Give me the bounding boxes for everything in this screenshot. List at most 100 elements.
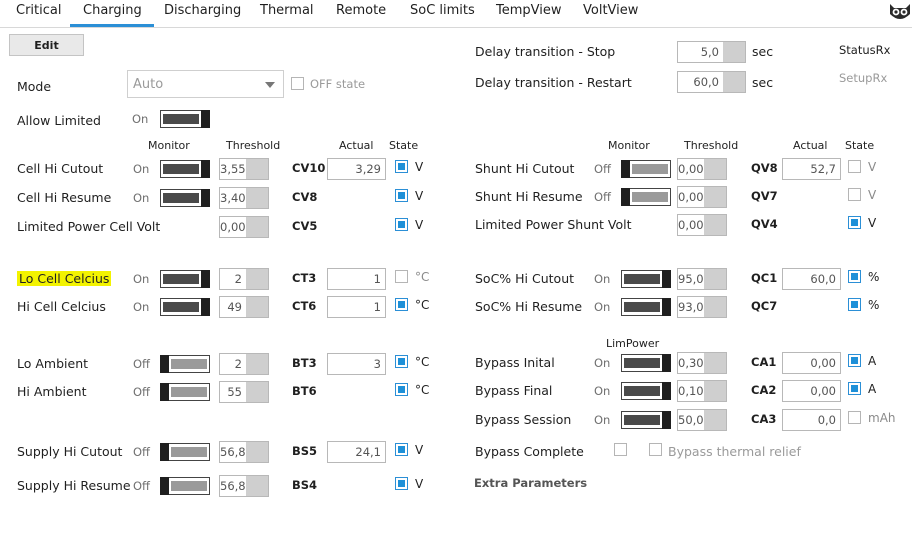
setup-rx-label: SetupRx: [839, 71, 888, 85]
tab-voltview[interactable]: VoltView: [583, 3, 639, 18]
cell-hi-cutout-monitor-state: On: [133, 162, 150, 176]
shunt-hi-cutout-monitor-toggle[interactable]: [621, 160, 671, 178]
supply-hi-cutout-threshold-input[interactable]: 56,8: [219, 441, 269, 463]
bypass-session-label: Bypass Session: [475, 412, 571, 427]
bypass-session-monitor-toggle[interactable]: [621, 411, 671, 429]
tab-tempview[interactable]: TempView: [496, 3, 562, 18]
allow-limited-state: On: [132, 112, 149, 126]
bypass-inital-unit: A: [868, 354, 877, 368]
cell-hi-cutout-monitor-toggle[interactable]: [160, 160, 210, 178]
supply-hi-cutout-code: BS5: [292, 444, 318, 458]
socpct-hi-cutout-state-checkbox[interactable]: [848, 270, 861, 283]
socpct-hi-resume-code: QC7: [751, 299, 778, 313]
active-tab-indicator: [70, 24, 154, 27]
bypass-session-threshold-input[interactable]: 50,0: [677, 409, 727, 431]
shunt-hi-cutout-code: QV8: [751, 161, 778, 175]
limited-power-cell-volt-state-checkbox[interactable]: [395, 218, 408, 231]
cell-hi-cutout-label-text: Cell Hi Cutout: [17, 161, 104, 176]
supply-hi-cutout-actual-value: 24,1: [327, 441, 386, 463]
cell-hi-cutout-unit: V: [415, 160, 424, 174]
bypass-inital-threshold-input[interactable]: 0,30: [677, 352, 727, 374]
socpct-hi-cutout-threshold-input[interactable]: 95,0: [677, 268, 727, 290]
lo-ambient-actual-value: 3: [327, 353, 386, 375]
supply-hi-cutout-monitor-toggle[interactable]: [160, 443, 210, 461]
lo-ambient-label: Lo Ambient: [17, 356, 88, 371]
lo-ambient-monitor-toggle[interactable]: [160, 355, 210, 373]
delay-restart-input[interactable]: 60,0: [677, 71, 746, 93]
hi-ambient-state-checkbox[interactable]: [395, 383, 408, 396]
bypass-session-label-text: Bypass Session: [475, 412, 572, 427]
shunt-hi-cutout-unit: V: [868, 160, 877, 174]
cell-hi-cutout-threshold-input[interactable]: 3,55: [219, 158, 269, 180]
tab-discharging[interactable]: Discharging: [164, 3, 242, 18]
supply-hi-resume-monitor-state: Off: [133, 479, 150, 493]
hi-ambient-monitor-toggle[interactable]: [160, 383, 210, 401]
bypass-complete-checkbox[interactable]: [614, 443, 627, 456]
supply-hi-resume-state-checkbox[interactable]: [395, 477, 408, 490]
cell-hi-resume-monitor-toggle[interactable]: [160, 189, 210, 207]
supply-hi-cutout-state-checkbox[interactable]: [395, 443, 408, 456]
socpct-hi-cutout-monitor-state: On: [594, 272, 611, 286]
lo-cell-celcius-threshold-input[interactable]: 2: [219, 268, 269, 290]
lo-ambient-state-checkbox[interactable]: [395, 355, 408, 368]
shunt-hi-cutout-state-checkbox[interactable]: [848, 160, 861, 173]
bypass-final-monitor-toggle[interactable]: [621, 382, 671, 400]
chevron-down-icon: [265, 82, 275, 88]
threshold-header: Threshold: [226, 139, 281, 152]
lo-ambient-threshold-input[interactable]: 2: [219, 353, 269, 375]
hi-ambient-threshold-input[interactable]: 55: [219, 381, 269, 403]
bypass-final-state-checkbox[interactable]: [848, 382, 861, 395]
socpct-hi-resume-threshold-input[interactable]: 93,0: [677, 296, 727, 318]
limited-power-shunt-volt-threshold-input[interactable]: 0,00: [677, 214, 727, 236]
extra-parameters-link[interactable]: Extra Parameters: [474, 476, 588, 490]
tab-remote[interactable]: Remote: [336, 3, 387, 18]
tab-charging[interactable]: Charging: [83, 3, 142, 18]
cell-hi-resume-state-checkbox[interactable]: [395, 189, 408, 202]
lo-cell-celcius-monitor-state: On: [133, 272, 150, 286]
bypass-inital-state-checkbox[interactable]: [848, 354, 861, 367]
limited-power-shunt-volt-state-checkbox[interactable]: [848, 216, 861, 229]
bypass-session-state-checkbox[interactable]: [848, 411, 861, 424]
bypass-inital-monitor-toggle[interactable]: [621, 354, 671, 372]
bypass-final-threshold-input[interactable]: 0,10: [677, 380, 727, 402]
lo-ambient-label-text: Lo Ambient: [17, 356, 89, 371]
socpct-hi-resume-state-checkbox[interactable]: [848, 298, 861, 311]
socpct-hi-resume-monitor-toggle[interactable]: [621, 298, 671, 316]
lo-cell-celcius-monitor-toggle[interactable]: [160, 270, 210, 288]
delay-stop-input[interactable]: 5,0: [677, 41, 746, 63]
tab-thermal[interactable]: Thermal: [260, 3, 314, 18]
cell-hi-cutout-state-checkbox[interactable]: [395, 160, 408, 173]
hi-cell-celcius-threshold-input[interactable]: 49: [219, 296, 269, 318]
mode-select[interactable]: Auto: [127, 70, 284, 98]
tab-critical[interactable]: Critical: [16, 3, 62, 18]
tab-soc-limits[interactable]: SoC limits: [410, 3, 475, 18]
supply-hi-resume-code: BS4: [292, 478, 318, 492]
actual-header: Actual: [339, 139, 374, 152]
supply-hi-resume-threshold-input[interactable]: 56,8: [219, 475, 269, 497]
lo-cell-celcius-state-checkbox[interactable]: [395, 270, 408, 283]
tab-bar-divider: [0, 27, 912, 28]
cell-hi-resume-monitor-state: On: [133, 191, 150, 205]
bypass-thermal-relief-label: Bypass thermal relief: [668, 444, 801, 459]
shunt-hi-resume-threshold-input[interactable]: 0,00: [677, 186, 727, 208]
shunt-hi-resume-code: QV7: [751, 189, 778, 203]
edit-button[interactable]: Edit: [9, 34, 84, 56]
hi-cell-celcius-state-checkbox[interactable]: [395, 298, 408, 311]
shunt-hi-cutout-threshold-input[interactable]: 0,00: [677, 158, 727, 180]
bypass-inital-label-text: Bypass Inital: [475, 355, 555, 370]
supply-hi-resume-monitor-toggle[interactable]: [160, 477, 210, 495]
shunt-hi-resume-monitor-toggle[interactable]: [621, 188, 671, 206]
bypass-final-actual-value: 0,00: [782, 380, 841, 402]
cell-hi-resume-threshold-input[interactable]: 3,40: [219, 187, 269, 209]
socpct-hi-cutout-monitor-toggle[interactable]: [621, 270, 671, 288]
shunt-hi-resume-state-checkbox[interactable]: [848, 188, 861, 201]
limited-power-cell-volt-threshold-input[interactable]: 0,00: [219, 216, 269, 238]
hi-cell-celcius-monitor-state: On: [133, 300, 150, 314]
hi-cell-celcius-monitor-toggle[interactable]: [160, 298, 210, 316]
bypass-thermal-relief-checkbox[interactable]: [649, 443, 662, 456]
limited-power-shunt-volt-label-text: Limited Power Shunt Volt: [475, 217, 632, 232]
off-state-checkbox[interactable]: [291, 77, 304, 90]
hi-cell-celcius-label-text: Hi Cell Celcius: [17, 299, 106, 314]
bypass-final-code: CA2: [751, 383, 777, 397]
allow-limited-toggle[interactable]: [160, 110, 210, 128]
